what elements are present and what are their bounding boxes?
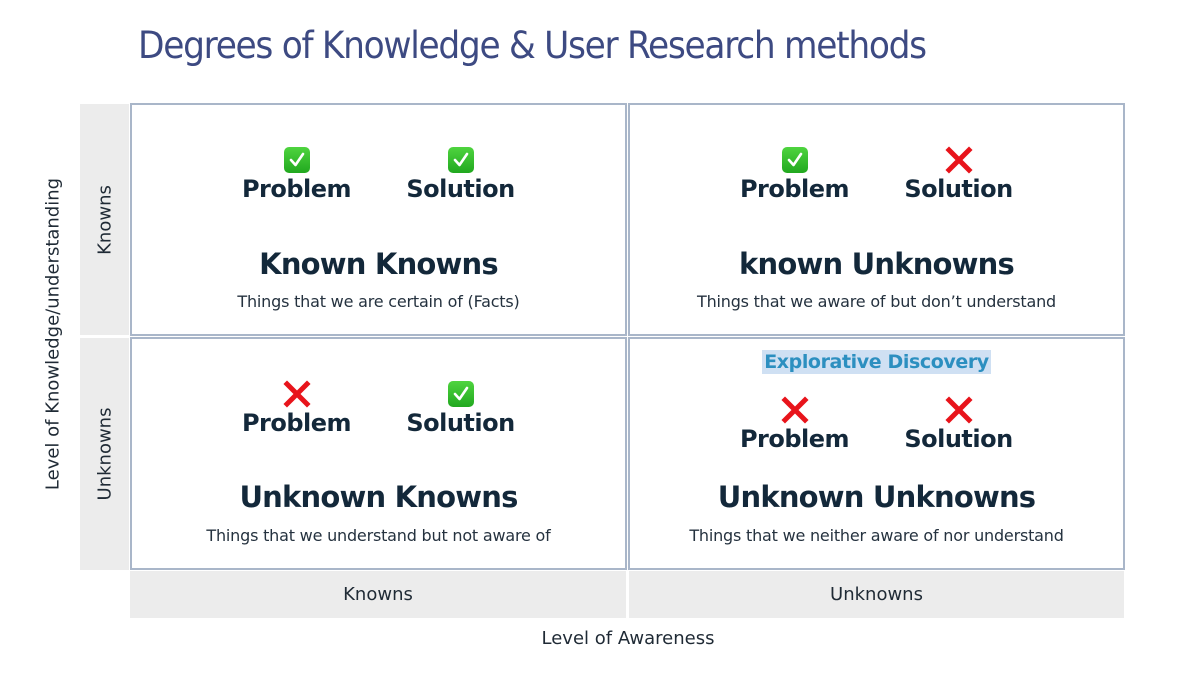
solution-label: Solution <box>406 175 515 203</box>
quadrant-title: known Unknowns <box>739 247 1015 281</box>
solution-label: Solution <box>904 175 1013 203</box>
quadrant-unknown-knowns: Problem Solution Unknown Knowns Things t… <box>130 337 627 570</box>
explorative-discovery-highlight: Explorative Discovery <box>762 350 991 374</box>
quadrant-known-knowns: Problem Solution Known Knowns Things tha… <box>130 103 627 336</box>
solution-indicator: Solution <box>406 381 515 437</box>
quadrant-title: Known Knowns <box>259 247 499 281</box>
cross-icon <box>944 396 973 424</box>
solution-label: Solution <box>904 425 1013 453</box>
solution-indicator: Solution <box>406 147 515 203</box>
page-title: Degrees of Knowledge & User Research met… <box>138 24 927 67</box>
quadrant-description: Things that we neither aware of nor unde… <box>689 526 1064 545</box>
x-axis-label: Level of Awareness <box>541 628 715 649</box>
problem-label: Problem <box>739 175 850 203</box>
cross-icon <box>944 146 973 174</box>
quadrant-unknown-unknowns: Explorative Discovery Problem Solution U… <box>628 337 1125 570</box>
problem-label: Problem <box>241 175 352 203</box>
problem-label: Problem <box>739 425 850 453</box>
problem-label: Problem <box>241 409 352 437</box>
quadrant-description: Things that we understand but not aware … <box>206 526 551 545</box>
y-axis-category-unknowns: Unknowns <box>80 338 129 570</box>
problem-indicator: Problem <box>739 147 850 203</box>
cross-icon <box>282 380 311 408</box>
problem-indicator: Problem <box>241 147 352 203</box>
quadrant-description: Things that we are certain of (Facts) <box>237 292 520 311</box>
y-axis-category-knowns: Knowns <box>80 104 129 335</box>
check-icon <box>447 381 474 407</box>
cross-icon <box>780 396 809 424</box>
problem-indicator: Problem <box>739 396 850 453</box>
quadrant-title: Unknown Unknowns <box>717 480 1036 514</box>
x-axis-category-knowns: Knowns <box>130 571 626 618</box>
quadrant-title: Unknown Knowns <box>239 480 518 514</box>
x-axis-category-unknowns: Unknowns <box>629 571 1124 618</box>
y-axis-category-label: Unknowns <box>94 407 115 501</box>
check-icon <box>447 147 474 173</box>
y-axis-label: Level of Knowledge/understanding <box>42 177 64 491</box>
solution-indicator: Solution <box>904 146 1013 203</box>
solution-label: Solution <box>406 409 515 437</box>
solution-indicator: Solution <box>904 396 1013 453</box>
quadrant-known-unknowns: Problem Solution known Unknowns Things t… <box>628 103 1125 336</box>
problem-indicator: Problem <box>241 380 352 437</box>
check-icon <box>781 147 808 173</box>
check-icon <box>283 147 310 173</box>
quadrant-description: Things that we aware of but don’t unders… <box>697 292 1056 311</box>
y-axis-category-label: Knowns <box>94 184 115 255</box>
